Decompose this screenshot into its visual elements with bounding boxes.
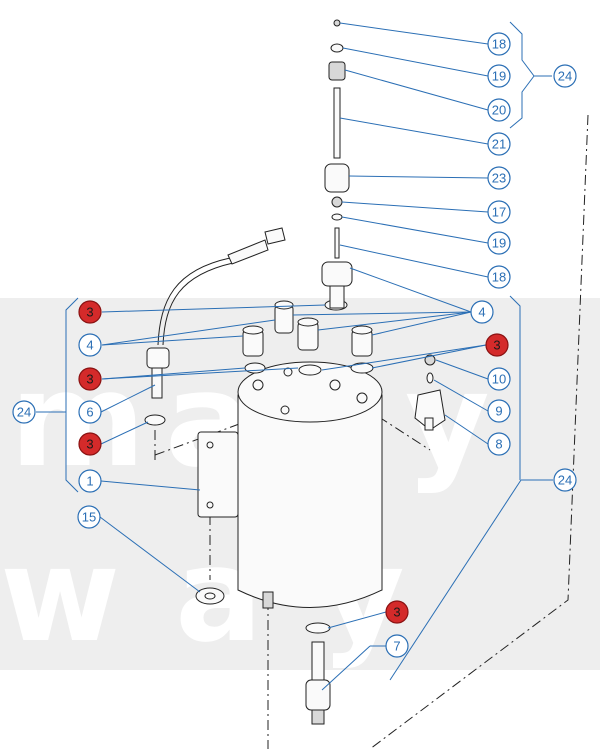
callout-1: 1 xyxy=(78,469,102,493)
callout-label: 24 xyxy=(558,473,572,488)
callout-3-a: 3 xyxy=(78,300,102,324)
callout-24-left: 24 xyxy=(12,400,36,424)
callout-label: 3 xyxy=(86,305,93,320)
callout-label: 18 xyxy=(492,270,506,285)
callout-6: 6 xyxy=(78,400,102,424)
callout-label: 17 xyxy=(492,205,506,220)
leader-lines xyxy=(99,22,553,691)
callout-24-top: 24 xyxy=(553,64,577,88)
svg-text:m: m xyxy=(10,344,145,496)
callout-20: 20 xyxy=(487,98,511,122)
callout-label: 18 xyxy=(492,37,506,52)
callout-label: 9 xyxy=(495,404,502,419)
callout-3-e: 3 xyxy=(385,600,409,624)
callout-19-top: 19 xyxy=(487,64,511,88)
callout-label: 4 xyxy=(86,338,93,353)
callout-4-left: 4 xyxy=(78,333,102,357)
callout-label: 4 xyxy=(478,305,485,320)
probe-stack xyxy=(321,19,353,309)
callout-label: 3 xyxy=(86,437,93,452)
callout-label: 23 xyxy=(492,171,506,186)
callout-19-mid: 19 xyxy=(487,231,511,255)
callout-label: 10 xyxy=(492,372,506,387)
callout-21: 21 xyxy=(487,132,511,156)
callout-label: 21 xyxy=(492,137,506,152)
callout-label: 1 xyxy=(86,474,93,489)
callout-23: 23 xyxy=(487,166,511,190)
callout-3-c: 3 xyxy=(78,367,102,391)
callout-10: 10 xyxy=(487,367,511,391)
callout-label: 3 xyxy=(493,338,500,353)
callout-label: 7 xyxy=(393,639,400,654)
callout-3-d: 3 xyxy=(78,432,102,456)
callout-18-mid: 18 xyxy=(487,265,511,289)
callout-7: 7 xyxy=(385,634,409,658)
callout-9: 9 xyxy=(487,399,511,423)
callout-label: 3 xyxy=(393,605,400,620)
callout-18-top: 18 xyxy=(487,32,511,56)
right-sensor xyxy=(414,354,446,431)
callout-8: 8 xyxy=(487,432,511,456)
callout-label: 24 xyxy=(558,69,572,84)
top-fittings xyxy=(242,300,373,357)
dash-dot-lines xyxy=(154,114,589,749)
callout-label: 15 xyxy=(82,510,96,525)
callout-3-b: 3 xyxy=(485,333,509,357)
callout-label: 3 xyxy=(86,372,93,387)
callout-label: 8 xyxy=(495,437,502,452)
svg-text:w: w xyxy=(0,519,120,671)
callout-label: 24 xyxy=(17,405,31,420)
callout-4-right: 4 xyxy=(470,300,494,324)
callout-17: 17 xyxy=(487,200,511,224)
callout-15: 15 xyxy=(77,505,101,529)
callout-label: 19 xyxy=(492,69,506,84)
callout-24-right: 24 xyxy=(553,468,577,492)
callout-label: 20 xyxy=(492,103,506,118)
left-sensor xyxy=(146,227,286,399)
brackets xyxy=(36,21,552,493)
callout-label: 19 xyxy=(492,236,506,251)
callout-label: 6 xyxy=(86,405,93,420)
tank-body xyxy=(197,361,383,609)
